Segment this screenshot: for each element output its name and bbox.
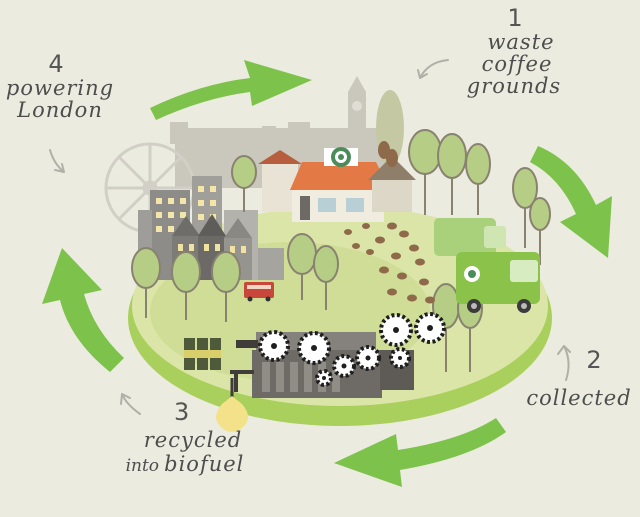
step-2-label: 2 collected [518, 346, 640, 411]
step-1-label: 1 waste coffee grounds [444, 4, 576, 99]
top-arrow-icon [150, 60, 312, 120]
step-4-text-line1: powering [5, 76, 115, 101]
step-2-number: 2 [586, 346, 602, 374]
biofuel-drop-icon [216, 378, 248, 432]
red-bus-icon [244, 282, 274, 302]
step-4-label: 4 powering London [0, 50, 120, 123]
bottom-arrow-icon [334, 418, 506, 487]
cafe-logo-icon [331, 147, 351, 167]
step-1-number: 1 [507, 4, 523, 32]
step-4-text-line2: London [17, 98, 103, 123]
cycle-arrows [42, 60, 612, 487]
step-1-text-line1: waste [487, 30, 555, 55]
biofuel-tanks [184, 338, 221, 370]
left-arrow-icon [42, 248, 124, 372]
collection-truck-icon [434, 218, 540, 313]
step-3-text-line2: into biofuel [90, 453, 280, 476]
pointer-arrow-4-icon [49, 149, 65, 173]
step-3-text-line1: recycled [143, 428, 243, 453]
cafe-building [258, 148, 416, 222]
step-1-text-line2: coffee [481, 52, 553, 77]
step-2-text-line1: collected [526, 386, 632, 411]
step-3-text-biofuel: biofuel [164, 452, 245, 477]
pointer-arrow-2-icon [557, 345, 571, 381]
step-1-text-line3: grounds [466, 74, 562, 99]
right-arrow-icon [530, 146, 612, 258]
step-4-number: 4 [48, 50, 64, 78]
coffee-beans [344, 141, 435, 304]
step-3-number: 3 [174, 398, 190, 426]
pointer-arrow-3-icon [120, 393, 141, 415]
gear-hubs [271, 325, 433, 380]
step-3-label: 3 recycled into biofuel [90, 398, 280, 476]
pointer-arrows [49, 59, 571, 415]
pointer-arrow-1-icon [417, 59, 449, 79]
step-3-text-into: into [125, 456, 160, 477]
